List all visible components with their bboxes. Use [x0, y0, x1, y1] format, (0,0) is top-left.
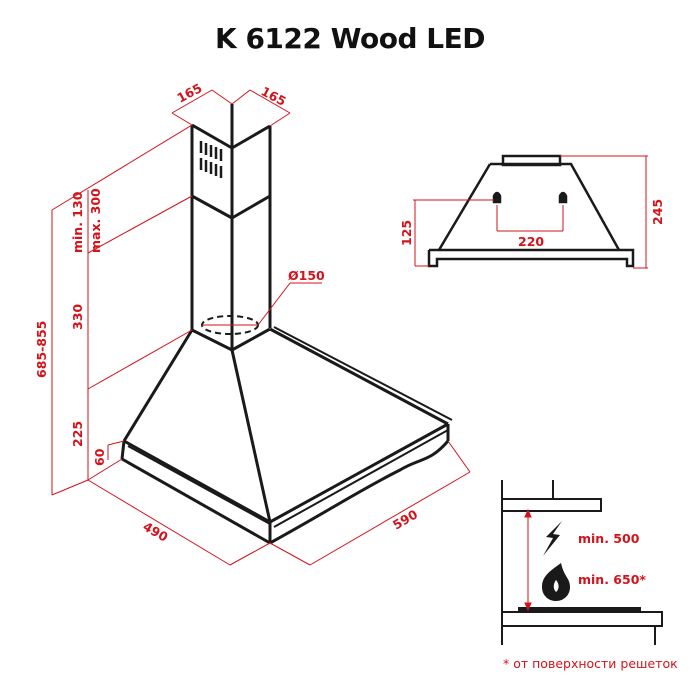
page-title: K 6122 Wood LED	[215, 22, 485, 55]
flame-icon	[542, 563, 570, 601]
dim-chimney-max: max. 300	[88, 188, 103, 253]
lightning-icon	[543, 521, 562, 556]
main-dimension-labels: 165 165 min. 130 max. 300 330 225 685-85…	[34, 80, 420, 545]
dim-mount-height: 125	[399, 220, 414, 246]
dim-total-height: 685-855	[34, 321, 49, 378]
hood-isometric-drawing	[120, 104, 453, 545]
hood-back-view-drawing	[427, 154, 635, 268]
back-view-dimension-lines	[413, 155, 648, 269]
dim-rim-height: 60	[92, 448, 107, 466]
dim-mount-spacing: 220	[518, 234, 544, 249]
dim-outlet-diameter: Ø150	[288, 268, 325, 283]
dim-back-total-height: 245	[650, 199, 665, 225]
mount-hole-left	[492, 191, 502, 204]
clearance-electric-label: min. 500	[578, 531, 640, 546]
dim-chimney-width-left: 165	[174, 80, 204, 105]
dim-chimney-min: min. 130	[70, 191, 85, 253]
clearance-gas-label: min. 650*	[578, 572, 646, 587]
back-view-dimension-labels: 125 220 245	[399, 199, 665, 249]
dim-hood-height: 225	[70, 421, 85, 447]
dim-upper-chimney-height: 330	[70, 304, 85, 330]
dim-width: 590	[390, 506, 420, 532]
clearance-dimension-line	[524, 508, 532, 612]
vent-slots	[199, 141, 223, 178]
clearance-footnote: * от поверхности решеток	[503, 656, 678, 671]
mount-hole-right	[558, 191, 568, 204]
dim-depth: 490	[141, 519, 171, 545]
main-dimension-lines	[51, 89, 471, 566]
dim-chimney-width-right: 165	[259, 83, 289, 108]
clearance-drawing	[501, 480, 663, 645]
